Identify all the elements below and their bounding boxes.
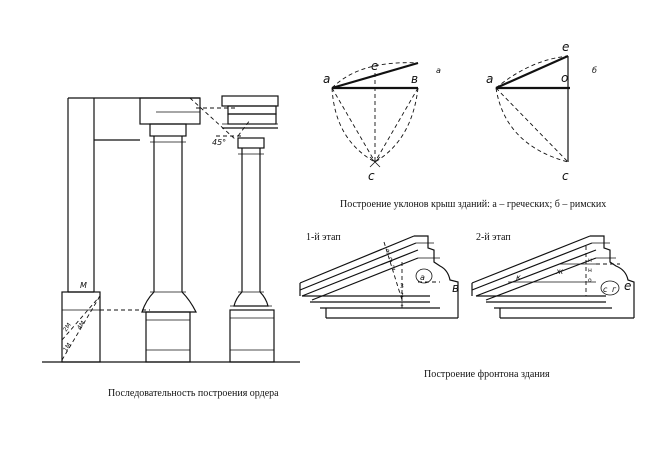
slope-line-b <box>495 54 569 90</box>
division-upper-2: 2 <box>389 257 393 264</box>
module-1m-label: 1М <box>62 342 73 353</box>
roof-slopes-caption: Построение уклонов крыш зданий: а – греч… <box>340 199 606 210</box>
pediment2-point-n2: н <box>588 267 592 274</box>
order-sequence-caption: Последовательность построения ордера <box>108 388 279 399</box>
module-label: М <box>80 281 87 290</box>
division-upper-1: 1 <box>392 265 396 272</box>
pediment1-point-a: а <box>420 273 425 282</box>
roof-b-point-e: е <box>562 40 569 54</box>
column-stage-3: 45° <box>212 95 279 363</box>
roof-a-point-c: с <box>368 169 375 183</box>
roof-slope-greek: а е в с а <box>323 59 441 183</box>
division-lower-3: 3 <box>400 283 404 290</box>
column-stage-1: М 2М 4М 1М <box>61 97 150 363</box>
order-construction-figure: М 2М 4М 1М <box>42 95 300 399</box>
angle-45-label: 45° <box>212 138 226 147</box>
roof-a-point-v: в <box>411 72 418 86</box>
division-lower-2: 2 <box>400 292 404 299</box>
pediment-stage-2: 2-й этап к ж н н о с г е <box>471 232 635 319</box>
division-upper-3: 3 <box>386 249 390 256</box>
division-lower-1: 1 <box>400 301 404 308</box>
pediment2-point-e: е <box>624 279 631 293</box>
stage2-label: 2-й этап <box>476 232 511 243</box>
module-4m-label: 4М <box>76 320 87 331</box>
pediment2-point-k: к <box>516 273 521 282</box>
pediment2-point-o: о <box>588 277 592 284</box>
pediment2-point-c: с <box>603 285 608 294</box>
roof-a-tag: а <box>436 66 441 75</box>
column-stage-2 <box>139 97 237 363</box>
pediment2-point-n1: н <box>588 257 592 264</box>
roof-slope-roman: а е о с б <box>486 40 597 183</box>
roof-a-point-a: а <box>323 72 330 86</box>
pediment1-point-v: в <box>452 281 459 295</box>
stage1-label: 1-й этап <box>306 232 341 243</box>
roof-b-point-c: с <box>562 169 569 183</box>
roof-b-tag: б <box>592 66 597 75</box>
pediment-caption: Построение фронтона здания <box>424 369 550 380</box>
pediment2-point-zh: ж <box>555 267 564 276</box>
roof-b-point-o: о <box>561 71 568 85</box>
roof-a-point-e: е <box>371 59 378 73</box>
pediment2-point-g: г <box>612 285 617 294</box>
roof-b-point-a: а <box>486 72 493 86</box>
pediment-stage-1: 1-й этап а в 3 2 1 3 2 1 <box>299 232 459 319</box>
module-2m-label: 2М <box>62 322 73 333</box>
